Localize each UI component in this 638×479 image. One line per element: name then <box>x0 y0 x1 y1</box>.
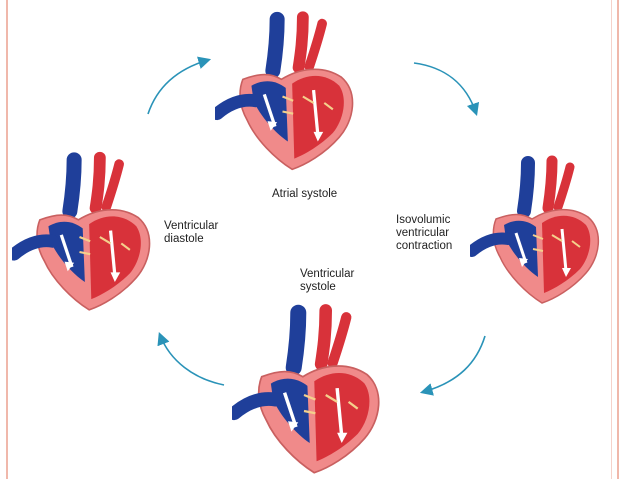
label-line: diastole <box>164 233 204 245</box>
slide-border-right <box>617 0 619 479</box>
label-line: Ventricular <box>300 268 355 280</box>
cycle-arrow-isovolumic-to-systole <box>419 335 486 396</box>
label-ventricular-systole: Ventricular systole <box>300 268 354 294</box>
slide-border-right-inner <box>611 0 612 479</box>
slide-border-left <box>6 0 8 479</box>
label-line: Atrial systole <box>272 188 338 200</box>
cycle-arrow-diastole-to-atrial <box>147 56 212 115</box>
label-ventricular-diastole: Ventricular diastole <box>164 220 218 246</box>
label-line: ventricular <box>396 227 450 239</box>
label-line: Ventricular <box>164 220 219 232</box>
label-line: Isovolumic <box>396 214 451 226</box>
heart-isovolumic-contraction-illustration <box>470 138 610 318</box>
label-atrial-systole: Atrial systole <box>272 188 337 201</box>
label-line: systole <box>300 281 336 293</box>
heart-atrial-systole-illustration <box>215 4 365 174</box>
heart-ventricular-diastole-illustration <box>12 142 162 317</box>
label-isovolumic-ventricular-contraction: Isovolumic ventricular contraction <box>396 214 452 253</box>
cycle-arrow-atrial-to-isovolumic <box>413 62 480 117</box>
cycle-arrow-systole-to-diastole <box>157 332 225 386</box>
heart-ventricular-systole-illustration <box>232 298 392 476</box>
label-line: contraction <box>396 240 453 252</box>
